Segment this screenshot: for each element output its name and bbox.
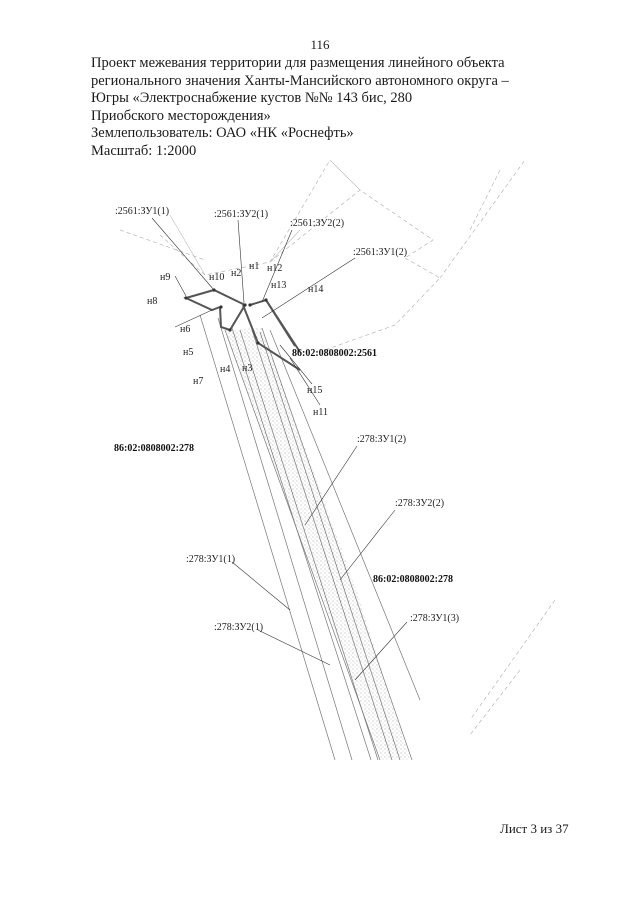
point-n1: н1 <box>249 261 259 272</box>
label-zu278-1-1: :278:ЗУ1(1) <box>186 554 235 565</box>
label-zu2561-2-2: :2561:ЗУ2(2) <box>290 218 344 229</box>
background-boundaries <box>119 159 556 736</box>
point-n8: н8 <box>147 296 157 307</box>
point-n14: н14 <box>308 284 323 295</box>
point-n13: н13 <box>271 280 286 291</box>
point-n12: н12 <box>267 263 282 274</box>
label-zu2561-2-1: :2561:ЗУ2(1) <box>214 209 268 220</box>
leader-lines <box>151 217 408 681</box>
road-corridor <box>225 328 410 760</box>
header-title-line1: Проект межевания территории для размещен… <box>91 55 505 71</box>
point-n11: н11 <box>313 407 328 418</box>
header-title-line4: Приобского месторождения» <box>91 107 271 124</box>
corridor-lines <box>199 314 421 761</box>
vertex-markers <box>184 288 268 345</box>
point-n6: н6 <box>180 324 190 335</box>
point-n5: н5 <box>183 347 193 358</box>
point-n7: н7 <box>193 376 203 387</box>
header-title-line2: регионального значения Ханты-Мансийского… <box>91 72 509 89</box>
label-zu278-2-2: :278:ЗУ2(2) <box>395 498 444 509</box>
document-header: Проект межевания территории для размещен… <box>91 55 571 160</box>
point-n10: н10 <box>209 272 224 283</box>
label-zu278-1-3: :278:ЗУ1(3) <box>410 613 459 624</box>
page-number: 116 <box>310 37 330 52</box>
label-zu278-2-1: :278:ЗУ2(1) <box>214 622 263 633</box>
point-n3: н3 <box>242 363 252 374</box>
background-boundaries-solid <box>169 159 361 276</box>
label-zu2561-1-2: :2561:ЗУ1(2) <box>353 247 407 258</box>
point-n9: н9 <box>160 272 170 283</box>
label-zu278-1-2: :278:ЗУ1(2) <box>357 434 406 445</box>
label-zu2561-1-1: :2561:ЗУ1(1) <box>115 206 169 217</box>
label-parcel-278-left: 86:02:0808002:278 <box>114 443 194 454</box>
point-n2: н2 <box>231 268 241 279</box>
label-parcel-2561: 86:02:0808002:2561 <box>292 348 377 359</box>
header-landuser: Землепользователь: ОАО «НК «Роснефть» <box>91 125 354 141</box>
sheet-number: Лист 3 из 37 <box>500 821 569 836</box>
header-title-line3: Югры «Электроснабжение кустов №№ 143 бис… <box>91 90 413 106</box>
point-n4: н4 <box>220 364 230 375</box>
point-n15: н15 <box>307 385 322 396</box>
label-parcel-278-right: 86:02:0808002:278 <box>373 574 453 585</box>
header-scale: Масштаб: 1:2000 <box>91 142 197 159</box>
